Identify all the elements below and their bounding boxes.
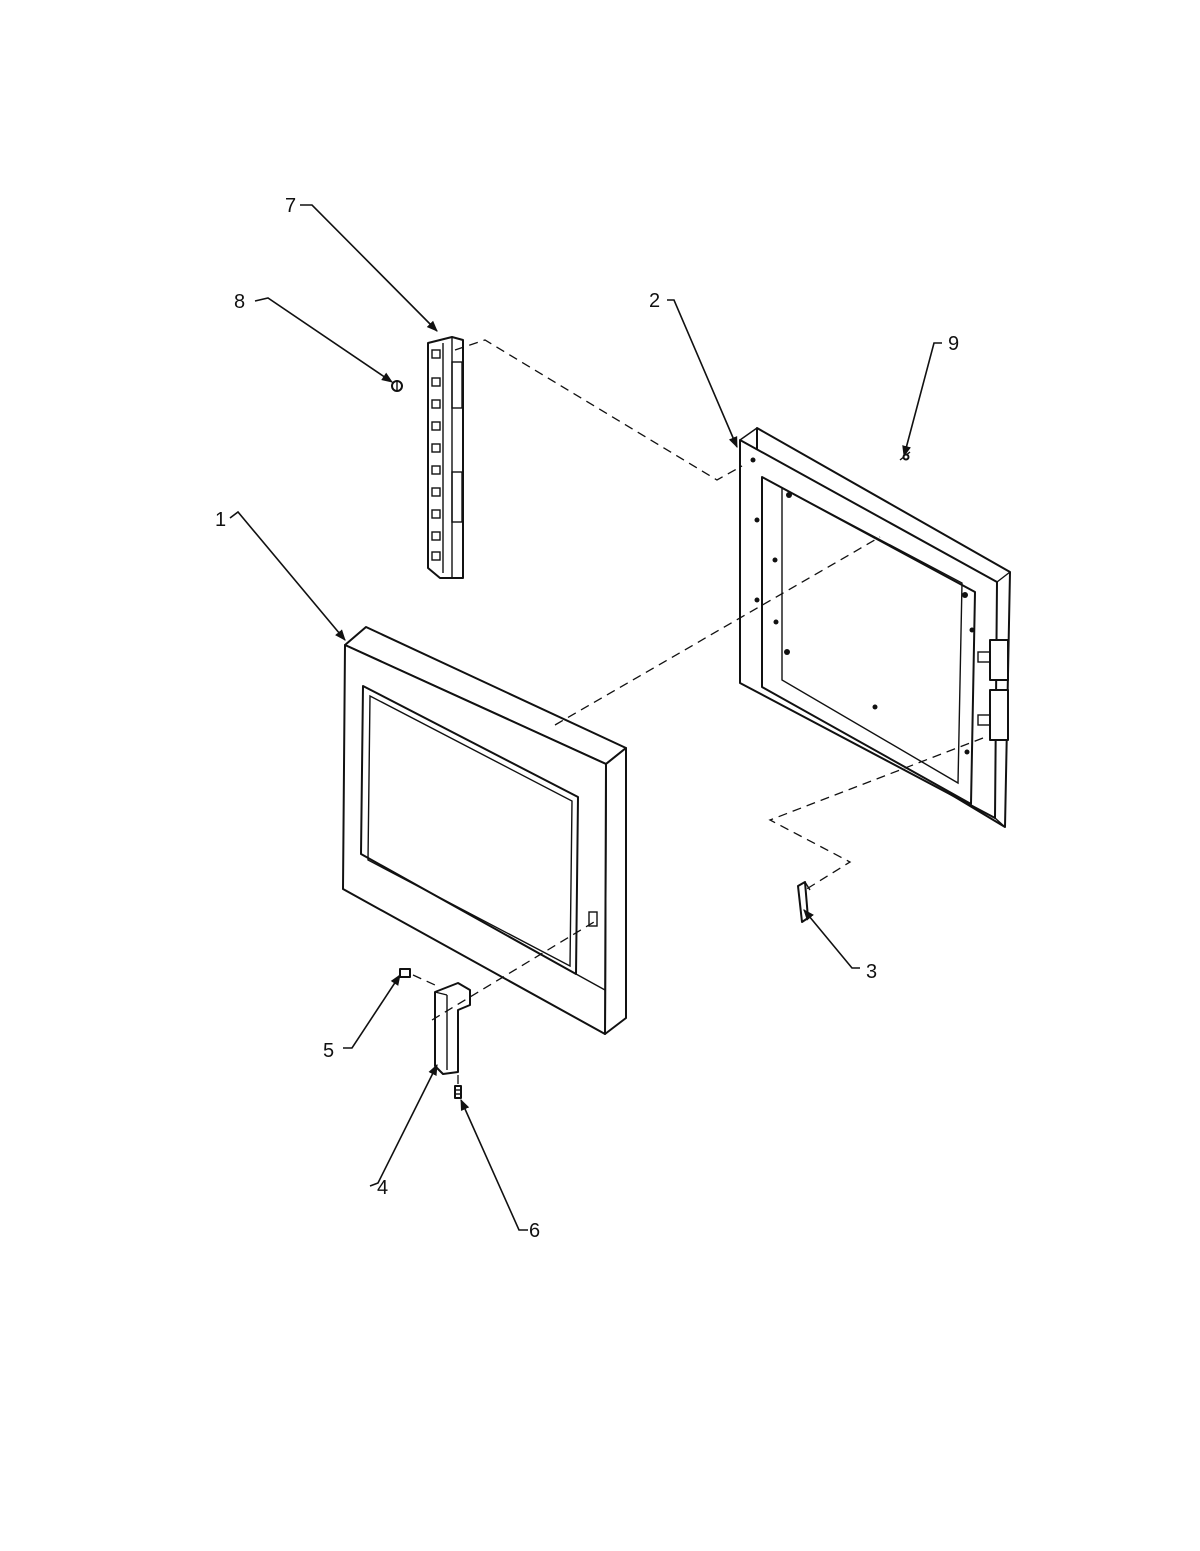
callout-3: 3 xyxy=(866,961,877,983)
leader-lines xyxy=(229,204,942,1231)
part-5-screw xyxy=(399,968,411,978)
part-6-screw xyxy=(454,1085,462,1099)
part-1-outer-door-frame xyxy=(342,626,627,1035)
callout-5: 5 xyxy=(323,1040,334,1062)
callout-8: 8 xyxy=(234,291,245,313)
callout-6: 6 xyxy=(529,1220,540,1242)
part-7-hinge-bracket xyxy=(427,336,464,579)
part-4-door-handle xyxy=(434,982,471,1075)
callout-2: 2 xyxy=(649,290,660,312)
callout-1: 1 xyxy=(215,509,226,531)
part-2-inner-door-frame xyxy=(739,427,1011,828)
callout-7: 7 xyxy=(285,195,296,217)
callout-4: 4 xyxy=(377,1177,388,1199)
callout-9: 9 xyxy=(948,333,959,355)
part-8-screw xyxy=(391,380,403,392)
assembly-lines xyxy=(412,339,984,1086)
